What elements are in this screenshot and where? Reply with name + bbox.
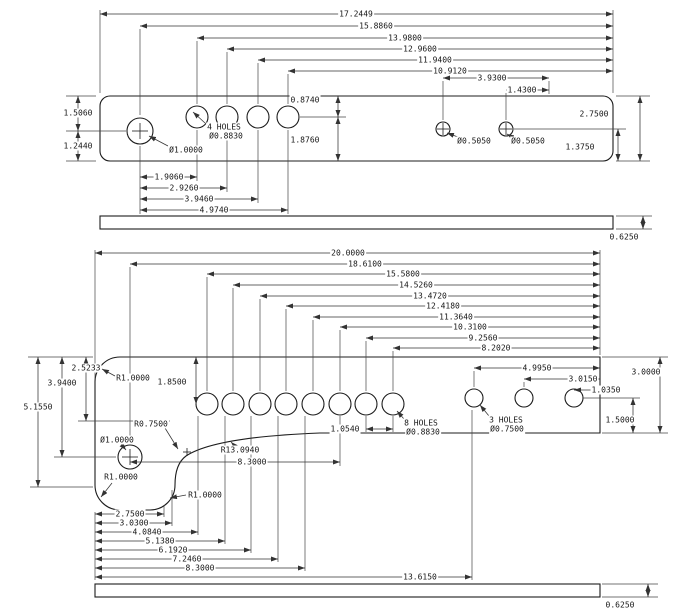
dim-label: 6.1920 [157, 545, 189, 555]
hole-note-count: 4 HOLES [206, 122, 242, 132]
dim-label: 1.5060 [62, 108, 94, 118]
dim-label: 3.0300 [118, 518, 150, 528]
dim-label: 1.5000 [604, 415, 636, 425]
dim-label: 5.1550 [22, 402, 54, 412]
dim-label: 14.5260 [398, 280, 434, 290]
dim-label: 3.9300 [476, 73, 508, 83]
hole-note-diameter: Ø1.0000 [99, 435, 135, 445]
dim-label: 8.2020 [480, 343, 512, 353]
dim-label: 5.1380 [144, 536, 176, 546]
dim-label: 15.5800 [385, 269, 421, 279]
dim-label: 2.5233 [70, 363, 102, 373]
dim-label: 2.9260 [168, 183, 200, 193]
dim-label: 12.9600 [402, 44, 438, 54]
dim-label: 8.3000 [184, 563, 216, 573]
radius-note: R13.0940 [219, 445, 261, 455]
radius-note: R1.0000 [103, 472, 139, 482]
dim-label: 3.9460 [183, 194, 215, 204]
dim-label: 13.4720 [412, 291, 448, 301]
top-view-outline [99, 95, 614, 230]
dim-label: 1.0350 [590, 385, 622, 395]
dim-label: 13.6150 [402, 572, 438, 582]
hole-note-diameter: Ø0.7500 [489, 424, 525, 434]
bottom-view-leader-lines [100, 368, 490, 500]
dim-label: 4.9950 [521, 363, 553, 373]
dim-label: 0.8740 [289, 95, 321, 105]
dim-label: 11.3640 [438, 312, 474, 322]
hole-note-diameter: Ø0.8830 [405, 427, 441, 437]
dim-label: 4.0840 [131, 527, 163, 537]
dim-label: 3.0150 [567, 374, 599, 384]
hole-note-diameter: Ø0.5050 [456, 136, 492, 146]
top-view-leader-lines [148, 111, 515, 147]
dim-label: 13.9800 [387, 33, 423, 43]
hole-note-count: 3 HOLES [488, 415, 524, 425]
top-view-extension-lines [66, 10, 652, 230]
dim-label: 4.9740 [198, 205, 230, 215]
dim-label: 2.7500 [114, 509, 146, 519]
dim-label: 17.2449 [338, 9, 374, 19]
dim-label: 12.4180 [425, 301, 461, 311]
dim-label: 7.2460 [171, 554, 203, 564]
radius-note: R0.7500 [133, 419, 169, 429]
dim-label: 10.9120 [432, 66, 468, 76]
radius-note: R1.0000 [187, 490, 223, 500]
dim-label: 18.6100 [347, 259, 383, 269]
top-view-center-marks [132, 123, 512, 139]
dim-label: 15.8860 [358, 21, 394, 31]
dim-label: 9.2560 [467, 333, 499, 343]
bottom-view-extension-lines [28, 250, 668, 598]
dim-label: 11.9400 [417, 55, 453, 65]
dim-label: 1.4300 [506, 85, 538, 95]
dim-label: 0.6250 [604, 600, 636, 610]
hole-note-diameter: Ø0.5050 [510, 136, 546, 146]
dim-label: 2.7500 [578, 109, 610, 119]
hole-note-diameter: Ø0.8830 [208, 131, 244, 141]
dim-label: 1.3750 [564, 142, 596, 152]
dim-label: 0.6250 [608, 232, 640, 242]
dim-label: 8.3000 [236, 457, 268, 467]
radius-note: R1.0000 [115, 373, 151, 383]
hole-note-count: 8 HOLES [403, 418, 439, 428]
dim-label: 3.9400 [46, 378, 78, 388]
dim-label: 20.0000 [330, 248, 366, 258]
top-view-dimension-lines [75, 11, 646, 229]
dim-label: 1.8760 [289, 135, 321, 145]
dim-label: 10.3100 [452, 322, 488, 332]
dim-label: 1.2440 [62, 141, 94, 151]
dim-label: 1.8500 [156, 377, 188, 387]
hole-note-diameter: Ø1.0000 [168, 145, 204, 155]
dim-label: 3.0000 [630, 367, 662, 377]
dim-label: 1.9060 [153, 172, 185, 182]
dim-label: 1.0540 [329, 424, 361, 434]
